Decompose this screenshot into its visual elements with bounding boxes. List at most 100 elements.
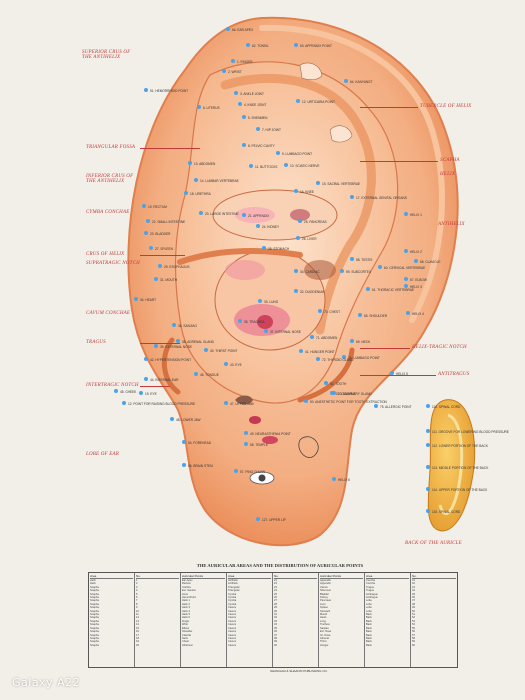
point-label: 75. ALLERGIC POINT bbox=[380, 405, 412, 409]
point-label: 70. CHEST bbox=[324, 310, 341, 314]
point-dot bbox=[224, 362, 228, 366]
point-dot bbox=[378, 265, 382, 269]
table-cell: Uterus bbox=[320, 585, 328, 589]
label-triangular-fossa: TRIANGULAR FOSSA bbox=[86, 145, 136, 150]
heart-sketch bbox=[257, 315, 273, 329]
table-cell: Lobe bbox=[366, 599, 372, 603]
point-label: 55. TEMPLE bbox=[250, 443, 269, 447]
point-label: 43. EYE bbox=[230, 363, 242, 367]
point-label: 44. INTERNAL EAR bbox=[150, 378, 179, 382]
table-cell: 45 bbox=[412, 592, 415, 596]
label-antitragus: ANTITRAGUS bbox=[438, 372, 470, 377]
label-intertragic-notch: INTERTRAGIC NOTCH bbox=[86, 383, 139, 388]
table-cell: 9 bbox=[136, 606, 138, 610]
point-dot bbox=[172, 323, 176, 327]
table-cell: 38 bbox=[274, 636, 277, 640]
point-label: HELIX 4 bbox=[412, 312, 424, 316]
table-cell: 29 bbox=[274, 606, 277, 610]
point-label: HELIX 3 bbox=[410, 285, 422, 289]
table-cell: 5 bbox=[136, 592, 138, 596]
point-dot bbox=[142, 204, 146, 208]
table-cell: Back bbox=[366, 626, 372, 630]
table-cell: Back bbox=[366, 613, 372, 617]
point-dot bbox=[350, 195, 354, 199]
point-dot bbox=[242, 143, 246, 147]
point-dot bbox=[316, 181, 320, 185]
table-cell: Antitragus bbox=[366, 596, 378, 600]
point-dot bbox=[242, 213, 246, 217]
table-cell: Liver bbox=[320, 602, 326, 606]
table-cell: Ext. Nose bbox=[320, 630, 332, 634]
point-dot bbox=[246, 43, 250, 47]
point-dot bbox=[350, 257, 354, 261]
point-label: 15. SACRAL VERTEBRAE bbox=[322, 182, 361, 186]
point-dot bbox=[294, 43, 298, 47]
table-cell: 1 bbox=[136, 579, 138, 582]
point-label: 12. URTICARIA POINT bbox=[302, 100, 335, 104]
table-cell: 43 bbox=[412, 585, 415, 589]
table-cell: Cavum bbox=[228, 636, 237, 640]
back-auricle-inner bbox=[438, 413, 464, 515]
table-cell: Abdomen bbox=[182, 643, 194, 647]
label-superior-crus: SUPERIOR CRUS OF THE ANTIHELIX bbox=[82, 50, 131, 60]
table-cell: Spleen bbox=[320, 606, 329, 610]
table-cell: Hemorrhoid bbox=[182, 596, 196, 600]
point-dot bbox=[294, 189, 298, 193]
point-dot bbox=[149, 246, 153, 250]
point-dot bbox=[342, 355, 346, 359]
point-label: 19. EYE bbox=[145, 392, 157, 396]
label-helix: HELIX bbox=[440, 172, 456, 177]
ear-illustration bbox=[127, 16, 476, 547]
point-label: 59. SUBCORTEX bbox=[346, 270, 372, 274]
table-cell: Appendix bbox=[320, 579, 331, 582]
table-cell: Helix 2 bbox=[182, 602, 190, 606]
table-cell: Helix 5 bbox=[182, 613, 190, 617]
point-label: 113. MIDDLE PORTION OF THE BACK bbox=[432, 466, 489, 470]
label-antihelix: ANTIHELIX bbox=[438, 222, 465, 227]
label-supratragic-notch: SUPRATRAGIC NOTCH bbox=[86, 261, 140, 266]
table-cell: Back bbox=[366, 636, 372, 640]
point-dot bbox=[332, 477, 336, 481]
antihelix-body bbox=[220, 73, 376, 335]
table-cell: Helix bbox=[90, 582, 96, 586]
table-cell: Lobe bbox=[366, 609, 372, 613]
point-label: 38. ADRENAL GLAND bbox=[182, 340, 214, 344]
leader-line bbox=[360, 348, 410, 349]
point-label: 52. TOOTH bbox=[330, 382, 347, 386]
table-cell: Cavum bbox=[228, 630, 237, 634]
table-cell: Cavum bbox=[228, 609, 237, 613]
point-label: 57. PING CHUAN bbox=[240, 470, 266, 474]
table-cell: Hunger bbox=[320, 643, 329, 647]
tragus-shape bbox=[161, 337, 181, 395]
point-label: 9. LUMBAGO POINT bbox=[282, 152, 313, 156]
table-cell: 34 bbox=[274, 623, 277, 627]
table-cell: Cavum bbox=[228, 640, 237, 644]
point-label: 16. KNEE bbox=[300, 190, 314, 194]
table-cell: 51 bbox=[412, 613, 415, 617]
table-cell: 36 bbox=[274, 630, 277, 634]
point-label: 56. BRAIN STEM bbox=[188, 464, 213, 468]
point-dot bbox=[184, 191, 188, 195]
point-label: 24. KIDNEY bbox=[262, 225, 280, 229]
table-cell: Cavum bbox=[228, 643, 237, 647]
point-dot bbox=[426, 443, 430, 447]
point-dot bbox=[238, 319, 242, 323]
point-label: 27. SPLEEN bbox=[155, 247, 173, 251]
point-label: 110. SPINAL CORD bbox=[432, 405, 461, 409]
leader-line bbox=[360, 161, 438, 162]
table-cell: 57 bbox=[412, 633, 415, 637]
back-auricle-shape bbox=[427, 399, 476, 532]
point-dot bbox=[299, 349, 303, 353]
point-dot bbox=[182, 463, 186, 467]
point-label: 3. ANKLE JOINT bbox=[240, 92, 264, 96]
table-cell: Shoulder bbox=[182, 630, 193, 634]
table-cell: 20 bbox=[136, 643, 139, 647]
point-label: 1. FINGER bbox=[237, 60, 253, 64]
table-header-cell: No. bbox=[274, 574, 317, 579]
point-label: 20. LARGE INTESTINE bbox=[205, 212, 239, 216]
